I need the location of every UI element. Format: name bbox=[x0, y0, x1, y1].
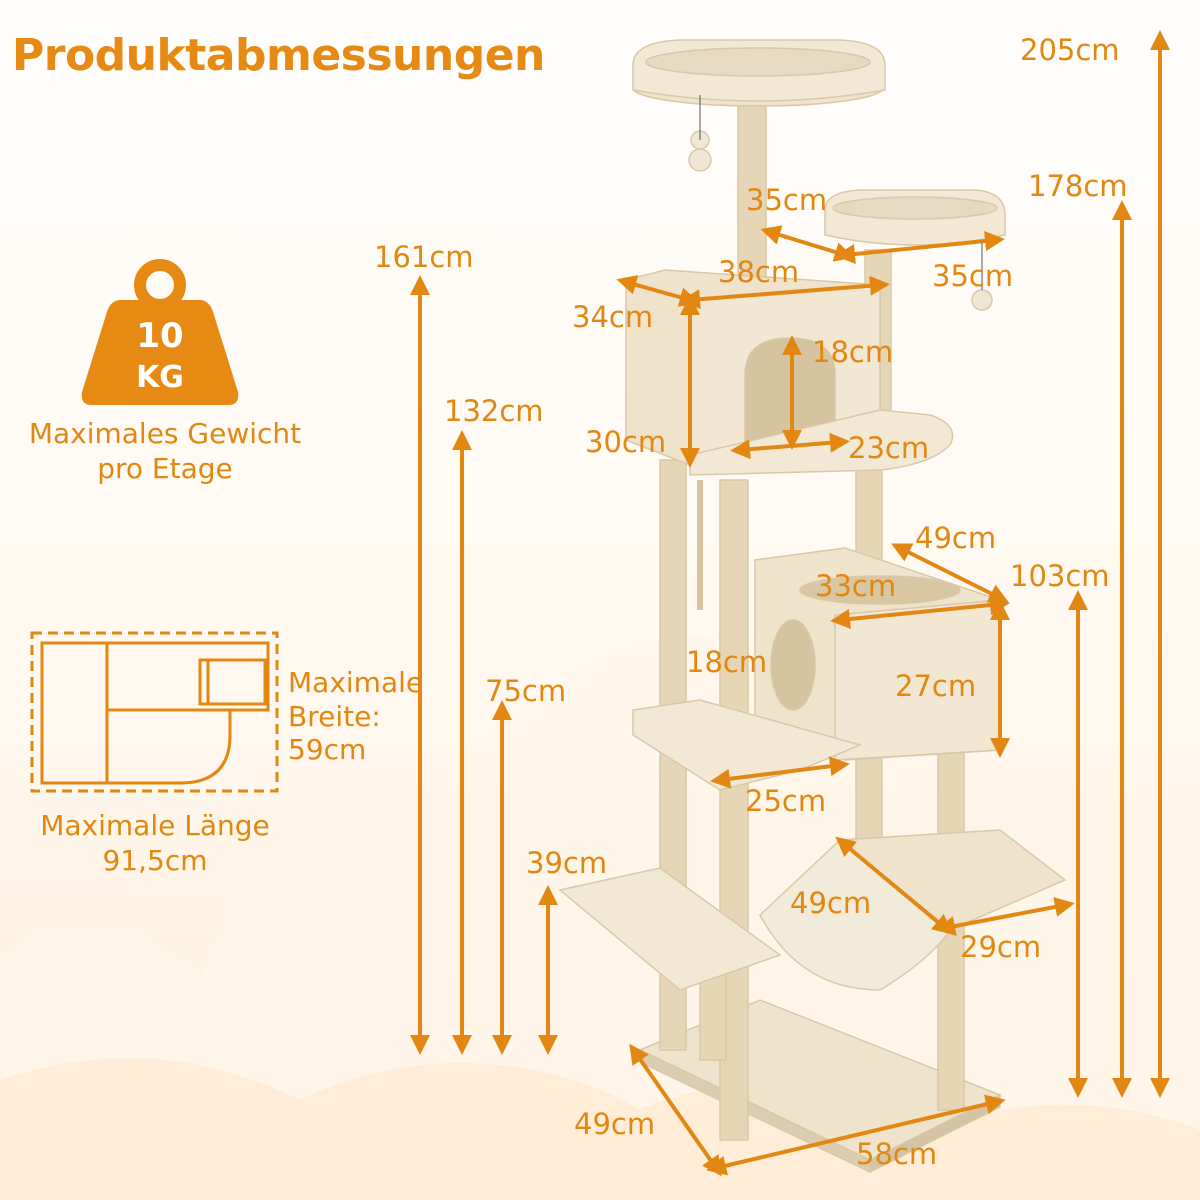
mid-condo-height-label: 27cm bbox=[895, 669, 977, 703]
hammock-width-label: 29cm bbox=[960, 930, 1042, 964]
page-title: Produktabmessungen bbox=[12, 30, 545, 81]
mid-condo-door-label: 18cm bbox=[686, 645, 768, 679]
weight-caption-line1: Maximales Gewicht bbox=[28, 417, 302, 450]
weight-unit: KG bbox=[136, 360, 184, 395]
top-condo-width-label: 38cm bbox=[718, 255, 800, 289]
top-condo-door-label: 18cm bbox=[812, 335, 894, 369]
measurement-arrows bbox=[410, 29, 1170, 1177]
top-condo-height-label: 30cm bbox=[585, 425, 667, 459]
weight-caption: Maximales Gewicht pro Etage bbox=[0, 416, 330, 486]
mid-condo-width-label: 33cm bbox=[815, 569, 897, 603]
top-condo-depth-label: 34cm bbox=[572, 300, 654, 334]
top-bed-depth-label: 35cm bbox=[746, 183, 828, 217]
top-bed-width-label: 35cm bbox=[932, 259, 1014, 293]
base-depth-label: 49cm bbox=[574, 1107, 656, 1141]
height-75-label: 75cm bbox=[485, 674, 567, 708]
max-width-line3: 59cm bbox=[288, 733, 367, 767]
max-length-line1: Maximale Länge bbox=[40, 809, 270, 842]
max-length-line2: 91,5cm bbox=[102, 844, 208, 877]
weight-icon bbox=[81, 259, 239, 405]
platform-width-label: 25cm bbox=[745, 784, 827, 818]
hammock-length-label: 49cm bbox=[790, 886, 872, 920]
height-39-label: 39cm bbox=[526, 846, 608, 880]
height-103-label: 103cm bbox=[1010, 559, 1110, 593]
max-width-line1: Maximale bbox=[288, 666, 424, 699]
mid-condo-depth-label: 49cm bbox=[915, 521, 997, 555]
footprint-icon bbox=[30, 631, 279, 793]
height-178-label: 178cm bbox=[1028, 169, 1128, 203]
max-length-note: Maximale Länge 91,5cm bbox=[0, 808, 310, 878]
top-condo-floor-label: 23cm bbox=[848, 431, 930, 465]
weight-caption-line2: pro Etage bbox=[97, 452, 233, 485]
height-132-label: 132cm bbox=[444, 394, 544, 428]
max-width-line2: Breite: bbox=[288, 699, 381, 733]
max-width-note: Maximale Breite: 59cm bbox=[288, 666, 423, 767]
height-205-label: 205cm bbox=[1020, 33, 1120, 67]
weight-amount: 10 bbox=[136, 316, 184, 356]
base-width-label: 58cm bbox=[856, 1137, 938, 1171]
height-161-label: 161cm bbox=[374, 240, 474, 274]
